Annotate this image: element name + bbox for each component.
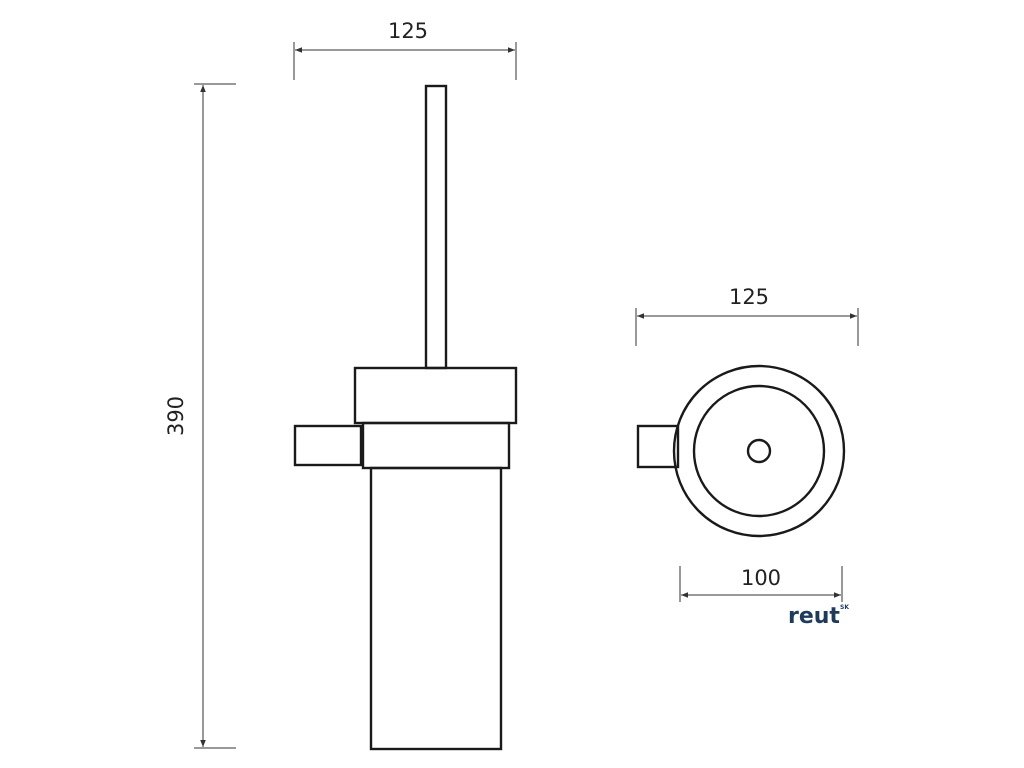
wall-bracket (293, 424, 363, 467)
handle-hole (746, 438, 772, 464)
holder-collar (361, 421, 511, 470)
overall-height-label: 390 (164, 396, 188, 436)
holder-cup (369, 466, 503, 751)
brand-logo-suffix: SK (840, 604, 849, 611)
top-width-dimension: 125 (635, 285, 859, 346)
top-width-label: 125 (729, 285, 769, 309)
wall-bracket-top (636, 424, 680, 469)
inner-rim (692, 384, 826, 518)
front-view (293, 84, 518, 751)
front-width-label: 125 (388, 19, 428, 43)
top-view (636, 364, 846, 538)
front-width-dimension: 125 (293, 19, 517, 80)
holder-lid (353, 366, 518, 425)
brush-handle (424, 84, 448, 370)
overall-height-dimension: 390 (164, 83, 236, 749)
brand-logo: reut SK (788, 604, 849, 629)
inner-diameter-label: 100 (741, 566, 781, 590)
brand-logo-text: reut (788, 604, 840, 629)
inner-diameter-dimension: 100 (679, 566, 843, 602)
outer-rim (672, 364, 846, 538)
